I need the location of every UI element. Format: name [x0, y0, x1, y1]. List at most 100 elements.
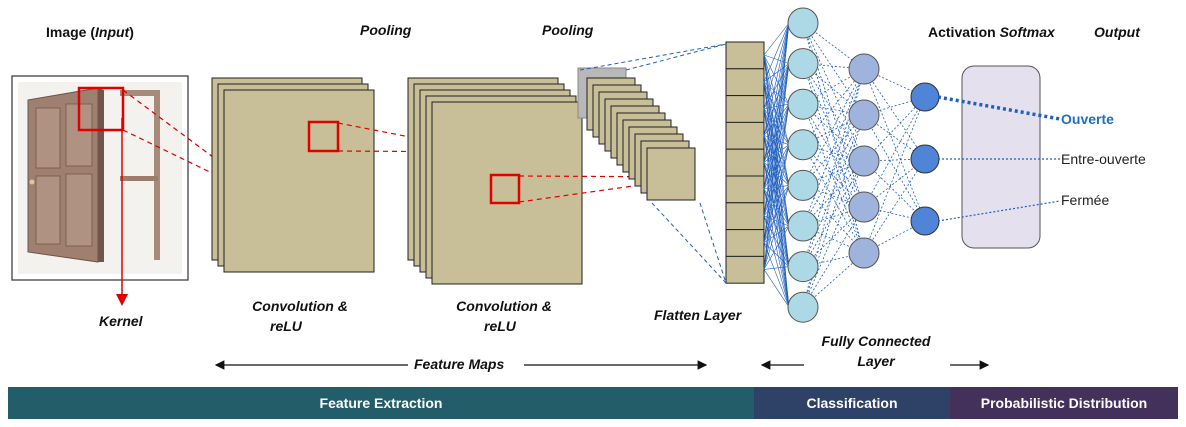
fc-edge	[802, 160, 865, 308]
output-line-fermee	[937, 200, 1061, 222]
flatten-cell	[725, 95, 765, 123]
fc-node-layer2	[848, 191, 880, 223]
fc-edge	[802, 68, 865, 146]
activation-softmax-label: Activation Softmax	[928, 24, 1055, 40]
fc-node-layer1	[787, 210, 819, 242]
pooling-label-2: Pooling	[542, 22, 594, 38]
flatten-cell	[725, 255, 765, 284]
fc-edge	[863, 96, 926, 162]
fc-edge	[802, 63, 865, 162]
fc-edge	[802, 144, 865, 254]
fc-edge	[763, 162, 790, 308]
conv1-kernel-box	[307, 120, 340, 153]
flatten-cell	[725, 41, 765, 70]
softmax-box	[961, 65, 1041, 249]
kernel-label: Kernel	[99, 313, 143, 329]
fc-edge	[763, 22, 790, 243]
fc-edge	[763, 22, 790, 163]
fc-node-layer1	[787, 251, 819, 283]
fc-edge	[802, 68, 865, 186]
fc-edge	[763, 266, 790, 270]
fc-edge	[763, 22, 790, 56]
fc-edge	[863, 96, 926, 208]
fc-node-layer1	[787, 48, 819, 80]
fc-edge	[802, 160, 865, 267]
fc-edge	[802, 63, 865, 208]
fc-edge	[763, 63, 790, 109]
fc-edge	[802, 114, 865, 186]
fully-connected-label: Fully Connected Layer	[821, 333, 931, 369]
fc-edge	[763, 185, 790, 270]
conv2-feature-maps	[407, 77, 583, 285]
conv2-label: Convolution & reLU	[456, 298, 552, 334]
fc-edge	[802, 104, 865, 254]
flatten-layer	[725, 41, 765, 284]
fc-edge	[802, 22, 865, 162]
output-class-entre-ouverte: Entre-ouverte	[1061, 151, 1146, 167]
fc-edge	[763, 22, 790, 136]
door-icon	[27, 87, 104, 263]
fc-edge	[802, 68, 865, 267]
flatten-cell	[725, 202, 765, 231]
flatten-cell	[725, 121, 765, 150]
fc-node-layer2	[848, 53, 880, 85]
fc-edge	[763, 144, 790, 270]
fc-edge	[763, 63, 790, 243]
output-node	[910, 82, 940, 112]
kernel-projection-1	[122, 89, 277, 205]
fc-node-layer1	[787, 169, 819, 201]
fc-edge	[763, 104, 790, 216]
fc-edge	[863, 68, 926, 222]
fc-node-layer2	[848, 145, 880, 177]
image-input-label: Image (Input)	[46, 24, 134, 40]
fc-edge	[763, 215, 790, 267]
fc-edge	[763, 63, 790, 216]
fc-edge	[802, 114, 865, 267]
pooling-label-1: Pooling	[360, 22, 412, 38]
pooled-feature-maps	[577, 67, 696, 201]
fc-edge	[763, 63, 790, 163]
flatten-cell	[725, 148, 765, 177]
pool-sheet	[646, 147, 696, 201]
fc-edge	[863, 158, 926, 254]
flatten-cell	[725, 68, 765, 97]
band-feature-extraction: Feature Extraction	[8, 387, 754, 419]
fc-edge	[802, 68, 865, 227]
conv1-sheet	[223, 89, 375, 273]
fc-edge	[763, 22, 790, 109]
fc-node-layer2	[848, 237, 880, 269]
fc-edge	[763, 63, 790, 190]
fc-edge	[763, 63, 790, 136]
fc-edge	[763, 22, 790, 216]
fc-edge	[763, 225, 790, 243]
output-node	[910, 206, 940, 236]
input-image	[11, 75, 189, 281]
fc-edge	[763, 22, 790, 82]
door-frame	[120, 90, 160, 260]
fc-edge	[763, 135, 790, 308]
input-kernel-box	[77, 86, 125, 132]
fc-edge	[763, 22, 790, 270]
output-line-ouverte	[937, 95, 1061, 121]
fc-edge	[763, 225, 790, 270]
fc-edge	[763, 269, 790, 308]
fc-edge	[802, 185, 865, 254]
flatten-projection	[579, 43, 727, 284]
conv2-sheet	[431, 101, 583, 285]
conv2-kernel-box	[489, 173, 521, 205]
fc-node-layer1	[787, 291, 819, 323]
fc-edge	[763, 242, 790, 308]
fc-edge	[763, 22, 790, 190]
fc-edge	[763, 104, 790, 243]
output-label: Output	[1094, 24, 1140, 40]
band-probabilistic-distribution: Probabilistic Distribution	[950, 387, 1178, 419]
fc-edge	[863, 68, 926, 98]
conv1-feature-maps	[211, 77, 375, 273]
output-class-ouverte: Ouverte	[1061, 111, 1114, 127]
output-node	[910, 144, 940, 174]
fc-edge	[763, 104, 790, 270]
fc-nodes	[787, 7, 940, 323]
fc-edge	[802, 160, 865, 186]
flatten-cell	[725, 175, 765, 204]
